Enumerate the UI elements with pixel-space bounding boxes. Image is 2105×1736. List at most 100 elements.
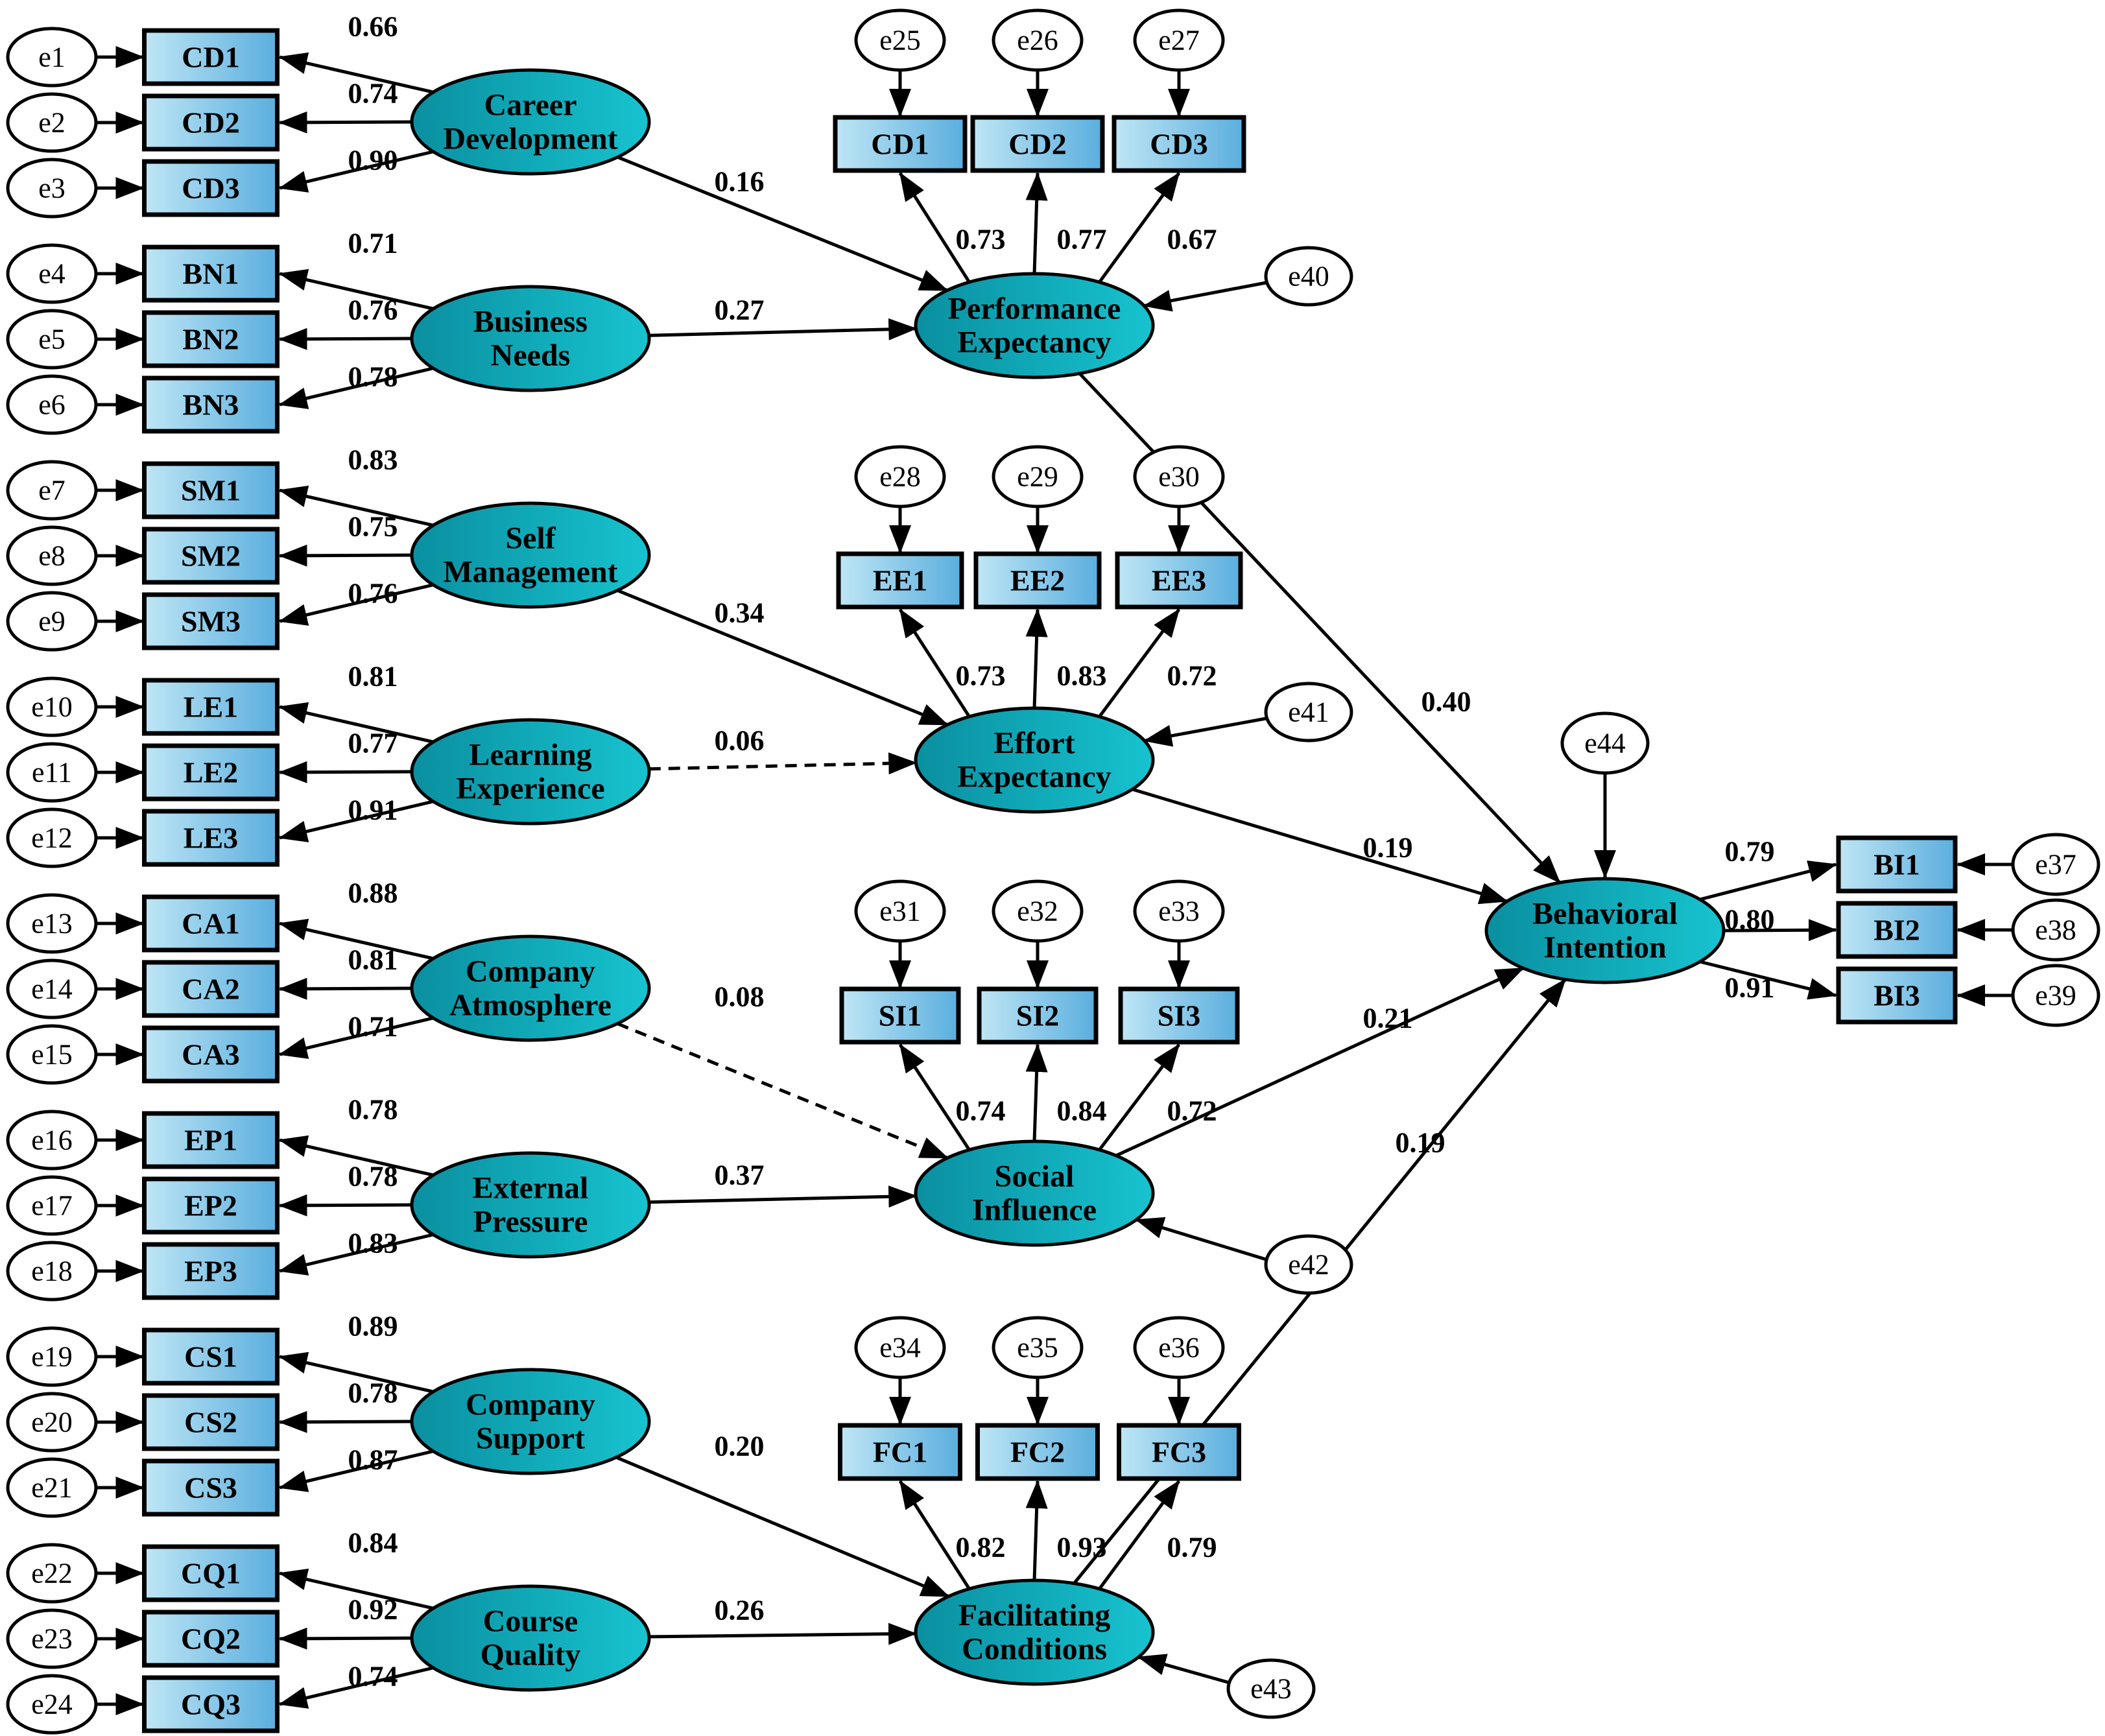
indicator-box bbox=[142, 244, 279, 303]
labels-layer: 0.660.740.900.710.760.780.830.750.760.81… bbox=[348, 11, 1775, 1693]
path-coefficient: 0.20 bbox=[715, 1431, 765, 1462]
error-e2: e2 bbox=[6, 92, 98, 153]
indicator-label: CD1 bbox=[871, 128, 929, 161]
path-coefficient: 0.08 bbox=[715, 981, 765, 1013]
loading-value: 0.79 bbox=[1167, 1532, 1217, 1564]
error-label: e41 bbox=[1288, 696, 1329, 728]
latent-label-line1: Effort bbox=[993, 726, 1075, 761]
indicator-box bbox=[1118, 986, 1240, 1045]
indicator-bi3: BI3 bbox=[1836, 966, 1958, 1025]
error-ellipse bbox=[6, 893, 98, 954]
error-label: e4 bbox=[38, 258, 65, 290]
indicator-box bbox=[142, 93, 279, 152]
indicator-label: BI1 bbox=[1873, 848, 1920, 881]
latent-ellipse bbox=[410, 1584, 651, 1692]
error-e29: e29 bbox=[992, 445, 1084, 508]
indicator-cs2: CS2 bbox=[142, 1393, 279, 1451]
error-label: e20 bbox=[31, 1407, 73, 1438]
loading-value: 0.87 bbox=[348, 1444, 398, 1476]
error-e32: e32 bbox=[992, 879, 1084, 943]
loading-value: 0.83 bbox=[1057, 660, 1107, 692]
error-label: e38 bbox=[2035, 914, 2076, 946]
error-ellipse bbox=[2011, 898, 2100, 962]
error-e22: e22 bbox=[6, 1543, 98, 1604]
path-coefficient: 0.27 bbox=[715, 294, 765, 326]
indicator-box bbox=[142, 1610, 279, 1668]
latent-label-line2: Influence bbox=[972, 1193, 1097, 1228]
error-label: e42 bbox=[1288, 1249, 1329, 1281]
indicator-ep1: EP1 bbox=[142, 1111, 279, 1169]
indicator-label: BN2 bbox=[183, 323, 239, 356]
error-e6: e6 bbox=[6, 374, 98, 435]
latent-label-line2: Atmosphere bbox=[449, 988, 612, 1023]
loading-arrow bbox=[278, 1627, 412, 1650]
error-label: e34 bbox=[879, 1332, 921, 1364]
indicator-box bbox=[142, 1176, 279, 1235]
path-coefficient: 0.19 bbox=[1396, 1127, 1445, 1159]
indicator-label: EP3 bbox=[184, 1255, 237, 1288]
indicator-label: SI3 bbox=[1158, 999, 1200, 1032]
error-e39: e39 bbox=[2011, 964, 2100, 1027]
loading-arrow bbox=[278, 1233, 434, 1276]
path-coefficient: 0.40 bbox=[1421, 686, 1471, 718]
error-e43: e43 bbox=[1226, 1658, 1316, 1719]
error-e9: e9 bbox=[6, 591, 98, 652]
indicator-label: SM1 bbox=[181, 474, 241, 507]
latent-label-line1: Behavioral bbox=[1532, 897, 1678, 931]
indicator-label: FC1 bbox=[873, 1436, 927, 1469]
loading-value: 0.78 bbox=[348, 1094, 398, 1126]
indicator-box bbox=[1112, 115, 1246, 173]
error-e12: e12 bbox=[6, 807, 98, 868]
error-e41: e41 bbox=[1264, 682, 1353, 743]
indicator-bn2: BN2 bbox=[142, 310, 279, 368]
indicator-si3: SI3 bbox=[1118, 986, 1240, 1045]
latent-ellipse bbox=[914, 1139, 1155, 1247]
indicator-label: BN3 bbox=[183, 388, 239, 422]
error-ellipse bbox=[6, 1110, 98, 1171]
loading-arrow bbox=[1025, 1480, 1048, 1581]
error-e7: e7 bbox=[6, 460, 98, 521]
error-ellipse bbox=[6, 742, 98, 803]
loading-arrow bbox=[898, 608, 971, 718]
error-label: e7 bbox=[38, 475, 65, 506]
loading-arrow bbox=[1098, 608, 1181, 718]
indicator-ee2: EE2 bbox=[973, 551, 1102, 610]
error-ellipse bbox=[6, 309, 98, 370]
indicator-ca3: CA3 bbox=[142, 1025, 279, 1084]
error-label: e17 bbox=[31, 1190, 73, 1222]
loading-arrow bbox=[278, 702, 434, 744]
error-label: e6 bbox=[38, 389, 65, 421]
error-ellipse bbox=[2011, 964, 2100, 1027]
path-coefficient: 0.19 bbox=[1363, 832, 1413, 864]
indicator-label: LE3 bbox=[184, 822, 238, 855]
error-label: e16 bbox=[31, 1124, 73, 1156]
error-label: e29 bbox=[1017, 461, 1058, 493]
error-ellipse bbox=[6, 1024, 98, 1085]
indicator-label: FC2 bbox=[1010, 1436, 1065, 1469]
error-label: e33 bbox=[1158, 896, 1200, 927]
error-ellipse bbox=[992, 8, 1084, 72]
error-label: e43 bbox=[1250, 1673, 1292, 1705]
error-label: e26 bbox=[1017, 25, 1058, 56]
indicator-label: CD3 bbox=[1150, 128, 1207, 161]
loading-arrow bbox=[898, 1480, 971, 1590]
loading-value: 0.78 bbox=[348, 1377, 398, 1409]
loading-value: 0.82 bbox=[956, 1532, 1006, 1564]
loading-arrow bbox=[1025, 1043, 1048, 1142]
latent-ellipse bbox=[410, 1151, 651, 1259]
latent-label-line1: Self bbox=[505, 521, 556, 556]
indicator-label: CS3 bbox=[184, 1471, 237, 1504]
error-ellipse bbox=[1133, 8, 1225, 72]
indicator-box bbox=[142, 809, 279, 867]
indicator-label: CD2 bbox=[182, 106, 239, 139]
error-e26: e26 bbox=[992, 8, 1084, 72]
error-e13: e13 bbox=[6, 893, 98, 954]
error-e40: e40 bbox=[1264, 246, 1353, 307]
indicator-label: BI3 bbox=[1873, 979, 1920, 1012]
indicator-box bbox=[142, 1242, 279, 1300]
loading-value: 0.83 bbox=[348, 1228, 398, 1259]
latent-ellipse bbox=[410, 285, 651, 392]
